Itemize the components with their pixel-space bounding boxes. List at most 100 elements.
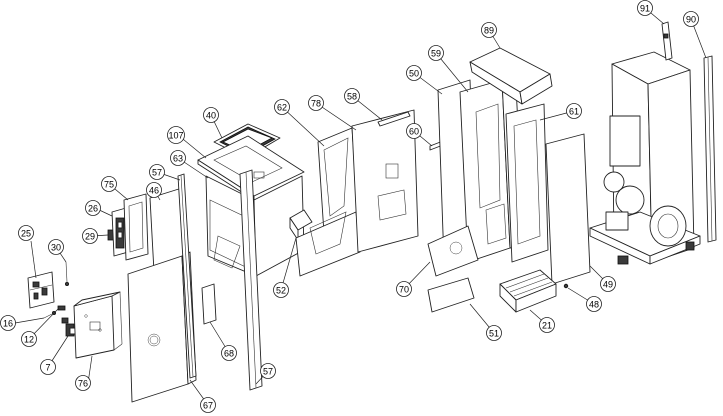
part-75-display-frame <box>123 193 149 261</box>
callout-circle <box>21 331 37 347</box>
callout-circle <box>85 200 101 216</box>
callout-number: 91 <box>640 4 650 14</box>
part-68-cover-plate <box>201 283 217 325</box>
callout-number: 29 <box>85 232 95 242</box>
part-58-rail <box>377 111 411 127</box>
callout-number: 50 <box>409 69 419 79</box>
callout-c30: 30 <box>48 239 64 255</box>
callout-number: 51 <box>489 329 499 339</box>
callout-c12: 12 <box>21 331 37 347</box>
callout-c50: 50 <box>406 65 422 81</box>
callout-c68: 68 <box>221 345 237 361</box>
callout-c48: 48 <box>586 296 602 312</box>
callout-number: 61 <box>569 107 579 117</box>
part-76-control-bracket <box>73 291 123 359</box>
callout-circle <box>203 107 219 123</box>
callout-circle <box>149 164 165 180</box>
callout-number: 78 <box>311 99 321 109</box>
callout-circle <box>586 296 602 312</box>
callout-number: 21 <box>542 321 552 331</box>
callout-circle <box>274 99 290 115</box>
callout-c49: 49 <box>600 276 616 292</box>
part-89-top-baffle <box>469 47 553 105</box>
callout-c107: 107 <box>167 126 185 144</box>
callout-circle <box>481 22 497 38</box>
callout-circle <box>344 88 360 104</box>
callout-c59: 59 <box>428 45 444 61</box>
callout-c91: 91 <box>637 0 653 16</box>
callout-number: 75 <box>104 180 114 190</box>
callout-circle <box>75 375 91 391</box>
callout-c63: 63 <box>170 150 186 166</box>
callout-number: 30 <box>51 243 61 253</box>
part-107-top-cover <box>197 135 305 201</box>
callout-circle <box>167 126 185 144</box>
callout-circle <box>428 45 444 61</box>
part-78-firebox-back <box>351 109 419 253</box>
callout-c62: 62 <box>274 99 290 115</box>
callout-number: 60 <box>409 127 419 137</box>
part-26-display-panel <box>111 207 129 257</box>
part-21-burn-pot <box>499 269 557 313</box>
callout-number: 89 <box>484 26 494 36</box>
callout-c40: 40 <box>203 107 219 123</box>
callout-circle <box>101 176 117 192</box>
callout-number: 107 <box>168 131 183 141</box>
callout-number: 76 <box>78 379 88 389</box>
callout-circle <box>48 239 64 255</box>
callout-number: 63 <box>173 154 183 164</box>
part-48-screw <box>563 283 569 289</box>
part-57-left-trim-strip <box>177 173 197 379</box>
callout-c89: 89 <box>481 22 497 38</box>
callout-number: 67 <box>203 401 213 411</box>
callout-number: 52 <box>276 286 286 296</box>
part-61-side-panel <box>505 103 549 263</box>
callout-c75: 75 <box>101 176 117 192</box>
callout-number: 58 <box>347 92 357 102</box>
part-70-flue-plate <box>427 225 479 277</box>
callout-number: 90 <box>686 15 696 25</box>
callout-circle <box>406 123 422 139</box>
callout-circle <box>273 282 289 298</box>
callout-circle <box>637 0 653 16</box>
callout-number: 49 <box>603 280 613 290</box>
callout-circle <box>396 281 412 297</box>
part-30-bolt <box>65 261 70 286</box>
callout-number: 16 <box>3 319 13 329</box>
part-57-right-trim-strip <box>239 169 263 391</box>
callout-c51: 51 <box>486 325 502 341</box>
part-25-control-board <box>27 271 55 309</box>
callout-circle <box>566 103 582 119</box>
callout-c26: 26 <box>85 200 101 216</box>
callout-circle <box>200 397 216 413</box>
callout-c25: 25 <box>18 225 34 241</box>
callout-number: 59 <box>431 49 441 59</box>
callout-circle <box>146 182 162 198</box>
part-90-side-rail <box>703 55 717 243</box>
callout-circle <box>260 363 276 379</box>
callout-c70: 70 <box>396 281 412 297</box>
part-62-firebox-liner <box>295 127 361 277</box>
callout-c61: 61 <box>566 103 582 119</box>
callout-c29: 29 <box>82 228 98 244</box>
part-12-fitting <box>57 305 69 324</box>
callout-number: 48 <box>589 300 599 310</box>
callout-number: 57 <box>152 168 162 178</box>
callout-c57b: 57 <box>260 363 276 379</box>
part-52-bracket <box>289 209 313 241</box>
callout-number: 26 <box>88 204 98 214</box>
callout-circle <box>221 345 237 361</box>
callout-circle <box>486 325 502 341</box>
callout-c7: 7 <box>40 359 56 375</box>
callout-circle <box>0 315 16 331</box>
callout-number: 40 <box>206 111 216 121</box>
part-7-module <box>65 323 77 337</box>
callout-circle <box>406 65 422 81</box>
part-49-side-cover <box>545 133 591 285</box>
part-51-ash-pan-cover <box>427 277 475 313</box>
callout-number: 68 <box>224 349 234 359</box>
callout-c58: 58 <box>344 88 360 104</box>
callout-c21: 21 <box>539 317 555 333</box>
callout-c90: 90 <box>683 11 699 27</box>
